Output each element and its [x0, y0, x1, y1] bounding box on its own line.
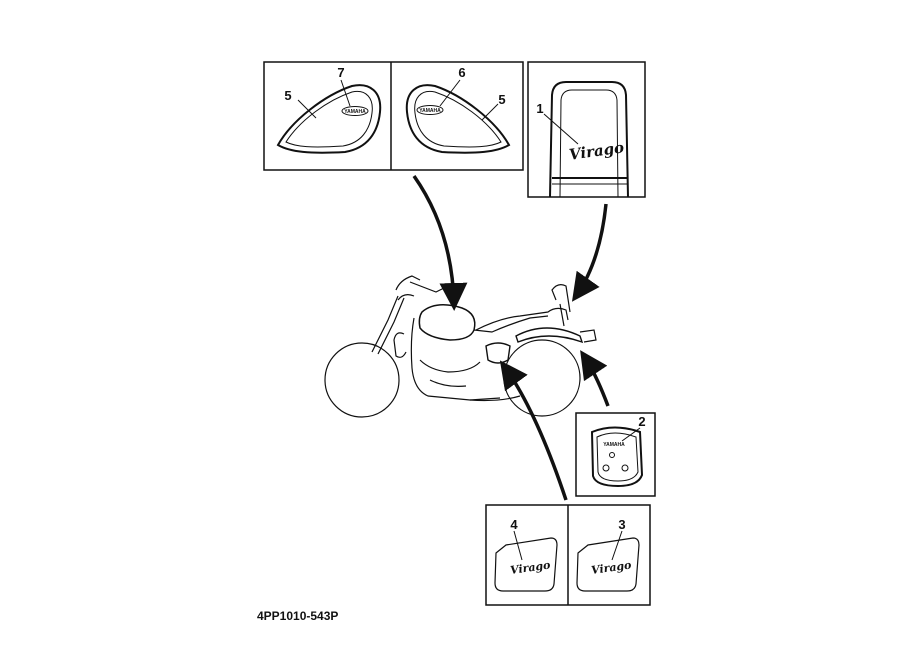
callout-6: 6 [458, 65, 465, 80]
yamaha-emblem-text-left: YAMAHA [344, 109, 366, 115]
yamaha-emblem-side-cover: YAMAHA [603, 442, 625, 448]
bike-fuel-tank [418, 304, 476, 341]
side-cover-panel: YAMAHA 2 [575, 412, 656, 497]
bike-side-cover [485, 342, 511, 364]
callout-5-right: 5 [498, 92, 505, 107]
arrow-tank [412, 174, 468, 311]
fuel-tank-left-view: YAMAHA 5 7 [276, 65, 382, 154]
arrow-backrest [571, 203, 608, 302]
handlebar [395, 275, 445, 301]
frame-cover-right-view: Virago 3 [576, 517, 640, 592]
rear-wheel [503, 339, 581, 417]
engine-frame [410, 315, 549, 401]
yamaha-emblem-right [416, 105, 444, 115]
exhaust [469, 395, 521, 402]
arrow-frame-cover [499, 360, 568, 501]
arrow-side-cover [580, 350, 610, 407]
backrest-panel: Virago 1 [527, 61, 646, 198]
callout-4: 4 [510, 517, 518, 532]
virago-emblem-right-cover: Virago [590, 559, 632, 578]
yamaha-emblem-left [341, 106, 369, 116]
front-wheel [324, 342, 400, 418]
pointer-arrows [412, 174, 610, 501]
motorcycle-outline [324, 275, 597, 418]
virago-emblem-left-cover: Virago [509, 559, 551, 578]
callout-5-left: 5 [284, 88, 291, 103]
fuel-tank-right-view: YAMAHA 6 5 [405, 65, 511, 154]
seat [475, 307, 569, 331]
frame-cover-panel: Virago 4 Virago 3 [485, 504, 651, 606]
rear-fender [515, 327, 584, 344]
fuel-tank-panel: YAMAHA 5 7 YAMAHA 6 5 [263, 61, 524, 171]
bike-sissy-bar [551, 284, 571, 327]
yamaha-emblem-text-right: YAMAHA [419, 108, 441, 114]
frame-cover-left-view: Virago 4 [494, 517, 558, 592]
callout-1: 1 [536, 101, 543, 116]
callout-7: 7 [337, 65, 344, 80]
part-code-label: 4PP1010-543P [257, 609, 339, 623]
callout-2: 2 [638, 414, 645, 429]
callout-3: 3 [618, 517, 625, 532]
front-fork [371, 295, 405, 355]
